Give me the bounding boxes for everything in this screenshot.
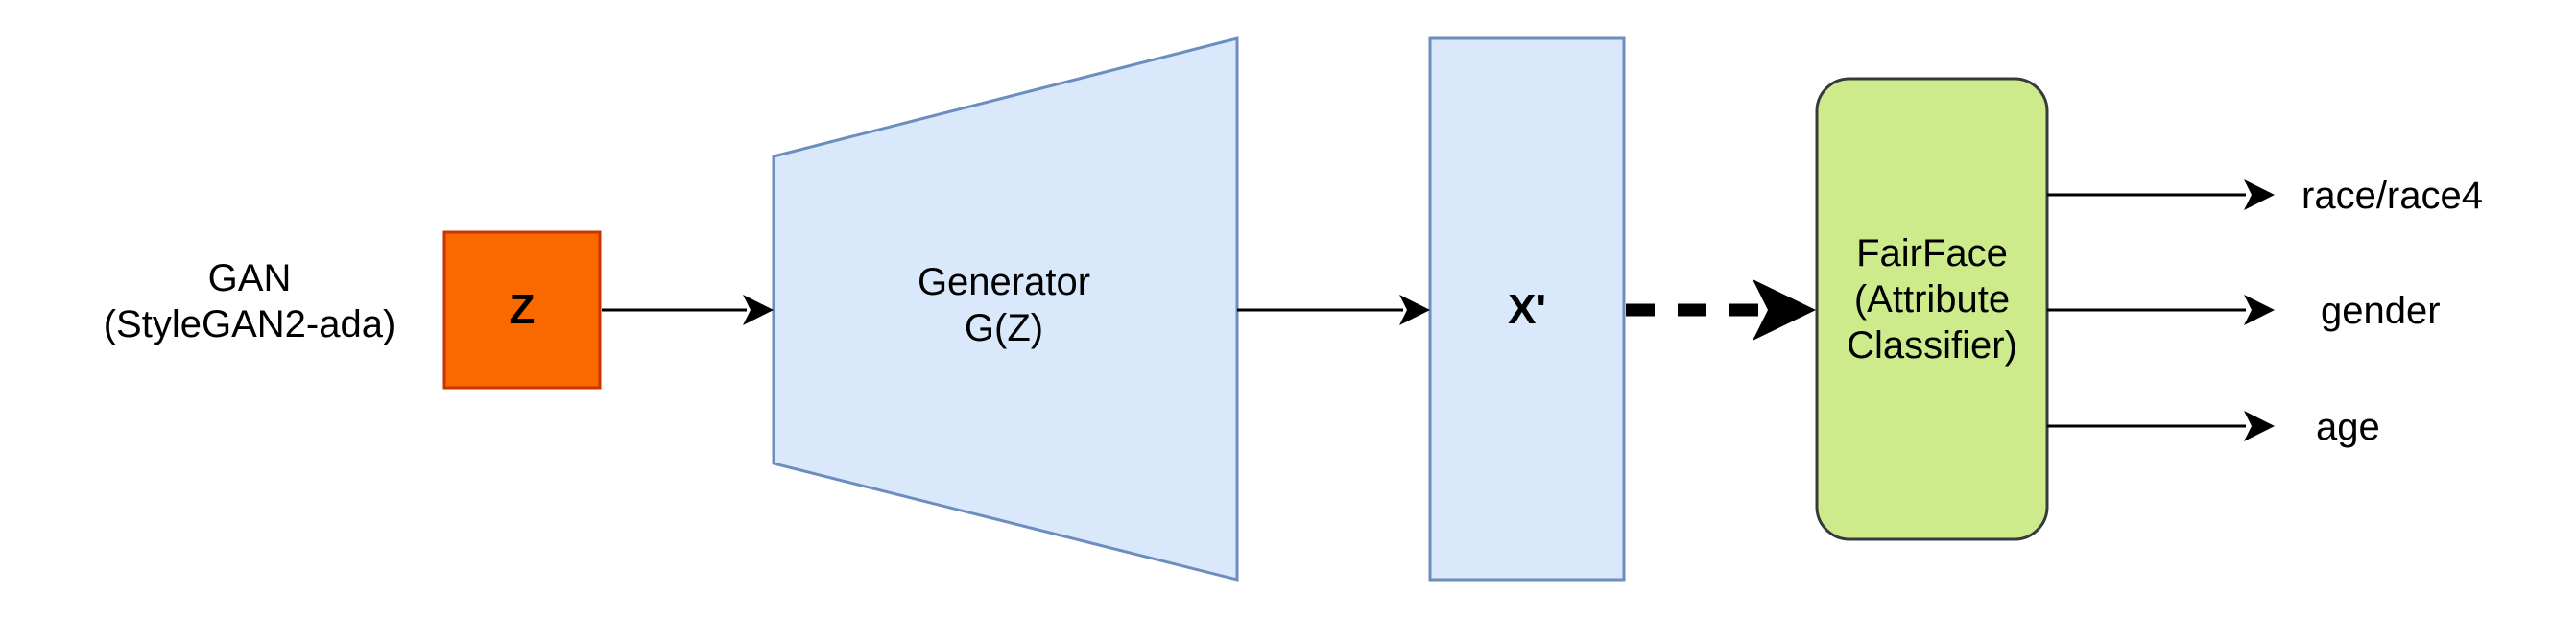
x-prime-box — [1428, 36, 1626, 582]
arrow-generator-to-xprime — [1237, 295, 1430, 325]
generator-label-line2: G(Z) — [964, 307, 1044, 349]
arrow-to-race — [2047, 179, 2275, 210]
classifier-label-line1: FairFace — [1856, 232, 2008, 274]
gan-label-line2: (StyleGAN2-ada) — [103, 303, 396, 345]
z-box — [442, 230, 602, 390]
z-label: Z — [509, 286, 536, 333]
arrow-z-to-generator — [602, 295, 774, 325]
classifier-label-line2: (Attribute — [1853, 278, 2011, 321]
arrow-to-age — [2047, 411, 2275, 441]
classifier-label-line3: Classifier) — [1847, 324, 2017, 367]
generator-block — [772, 36, 1239, 582]
arrow-to-gender — [2047, 295, 2275, 325]
generator-label: Generator G(Z) — [812, 259, 1196, 351]
classifier-label: FairFace (Attribute Classifier) — [1817, 230, 2047, 368]
output-gender-label: gender — [2321, 290, 2441, 332]
output-race-label: race/race4 — [2302, 175, 2483, 217]
dashed-arrow-xprime-to-classifier — [1626, 279, 1816, 341]
x-prime-label: X' — [1508, 286, 1546, 333]
gan-label: GAN (StyleGAN2-ada) — [58, 255, 441, 347]
generator-label-line1: Generator — [917, 261, 1091, 303]
output-age-label: age — [2316, 406, 2380, 448]
gan-label-line1: GAN — [207, 257, 292, 299]
